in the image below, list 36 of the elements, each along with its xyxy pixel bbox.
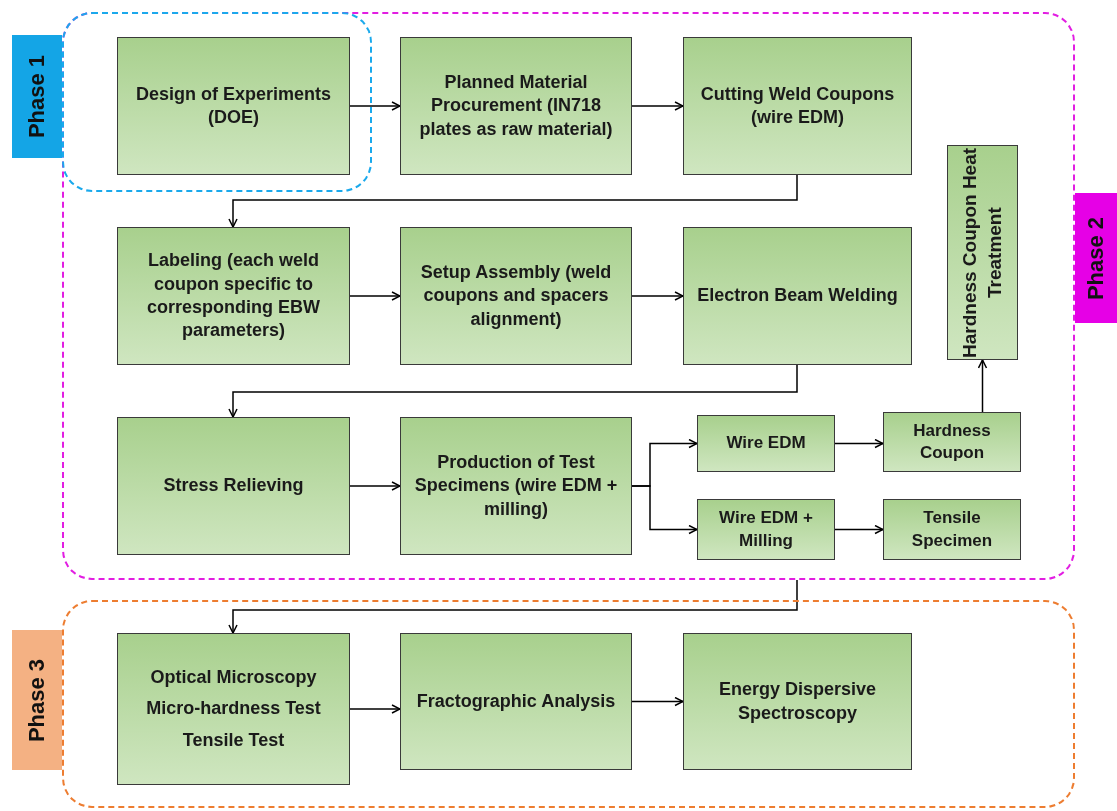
- arrow: [834, 438, 884, 449]
- process-box: Design of Experiments (DOE): [117, 37, 350, 175]
- process-box: Hardness Coupon Heat Treatment: [947, 145, 1018, 360]
- process-box: Cutting Weld Coupons (wire EDM): [683, 37, 912, 175]
- arrow: [228, 174, 798, 228]
- process-box: Fractographic Analysis: [400, 633, 632, 770]
- process-box: Wire EDM: [697, 415, 835, 472]
- phase-label: Phase 1: [12, 35, 62, 158]
- phase-label: Phase 2: [1075, 193, 1117, 323]
- arrow: [349, 291, 401, 301]
- process-box: Wire EDM + Milling: [697, 499, 835, 560]
- arrow: [631, 485, 698, 535]
- arrow: [977, 359, 988, 413]
- step-text: Tensile Test: [182, 728, 285, 752]
- arrow: [631, 101, 684, 111]
- arrow: [631, 291, 684, 301]
- step-text: Micro-hardness Test: [146, 697, 321, 721]
- process-box: Energy Dispersive Spectroscopy: [683, 633, 912, 770]
- arrow: [349, 481, 401, 491]
- step-text: Optical Microscopy: [150, 665, 317, 689]
- arrow: [834, 524, 884, 535]
- process-box: [117, 633, 350, 785]
- process-box: Tensile Specimen: [883, 499, 1021, 560]
- process-box: Production of Test Specimens (wire EDM + milling): [400, 417, 632, 555]
- arrow: [349, 704, 401, 714]
- process-box: Setup Assembly (weld coupons and spacers alignment): [400, 227, 632, 365]
- process-box: Electron Beam Welding: [683, 227, 912, 365]
- process-box: Hardness Coupon: [883, 412, 1021, 472]
- arrow: [228, 579, 798, 634]
- arrow: [349, 101, 401, 111]
- phase-label: Phase 3: [12, 630, 62, 770]
- process-box: Labeling (each weld coupon specific to corresponding EBW parameters): [117, 227, 350, 365]
- process-box: Stress Relieving: [117, 417, 350, 555]
- arrow: [631, 696, 684, 707]
- arrow: [228, 364, 798, 418]
- process-box: Planned Material Procurement (IN718 plates as raw material): [400, 37, 632, 175]
